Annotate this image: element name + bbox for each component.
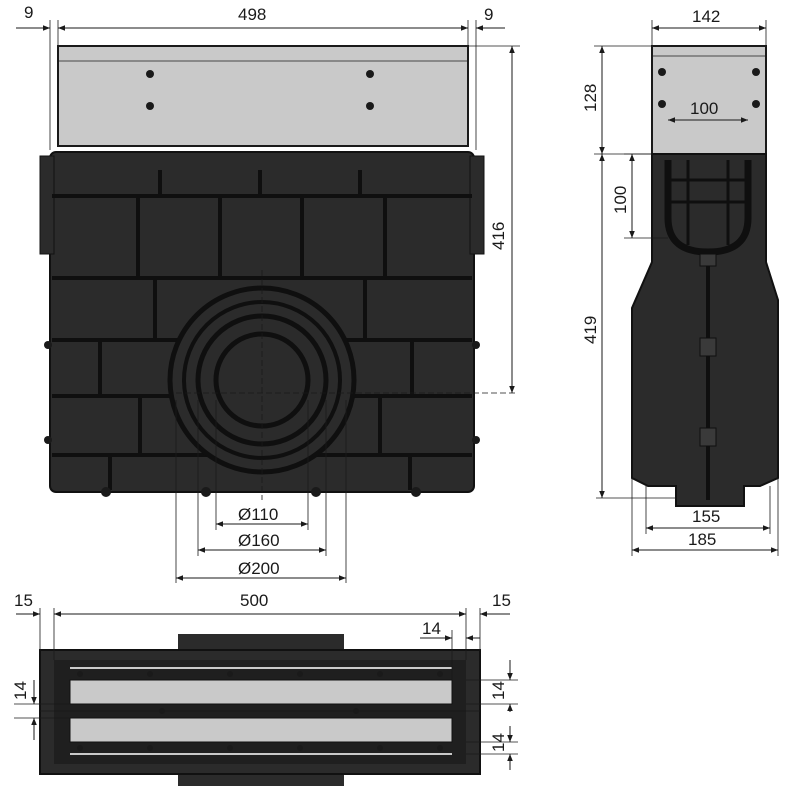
side-dim-inner-width: 100 [690,99,718,118]
side-dim-bottom-outer: 185 [688,530,716,549]
plan-dim-wall-right-bottom: 14 [489,733,508,752]
side-dim-inner-depth: 100 [611,186,630,214]
front-dim-height: 416 [489,222,508,250]
plan-dim-length: 500 [240,591,268,610]
plan-dim-wall-top: 14 [422,619,441,638]
front-grate [57,45,469,147]
front-view: 9 498 9 416 Ø110 Ø160 Ø200 [16,3,520,583]
front-dim-d200: Ø200 [238,559,280,578]
plan-view: 15 500 15 14 14 14 14 [11,591,518,786]
side-dim-body-height: 419 [581,316,600,344]
side-grate [651,45,767,155]
front-dim-width: 498 [238,5,266,24]
grate-bolt-icons [146,70,374,110]
front-dim-left-gap: 9 [24,3,33,22]
side-view: 142 128 100 100 419 155 185 [581,7,779,556]
plan-grate-strip-top [69,679,453,705]
plan-dim-wall-right-top: 14 [489,681,508,700]
plan-grate-strip-bottom [69,717,453,743]
front-dim-d160: Ø160 [238,531,280,550]
side-dim-top-width: 142 [692,7,720,26]
side-body [631,153,779,507]
front-dim-d110: Ø110 [238,505,278,524]
plan-dim-left-gap: 15 [14,591,33,610]
side-dim-grate-height: 128 [581,84,600,112]
front-dim-right-gap: 9 [484,5,493,24]
plan-dim-wall-left: 14 [11,681,30,700]
side-dim-bottom-inner: 155 [692,507,720,526]
plan-dim-right-gap: 15 [492,591,511,610]
